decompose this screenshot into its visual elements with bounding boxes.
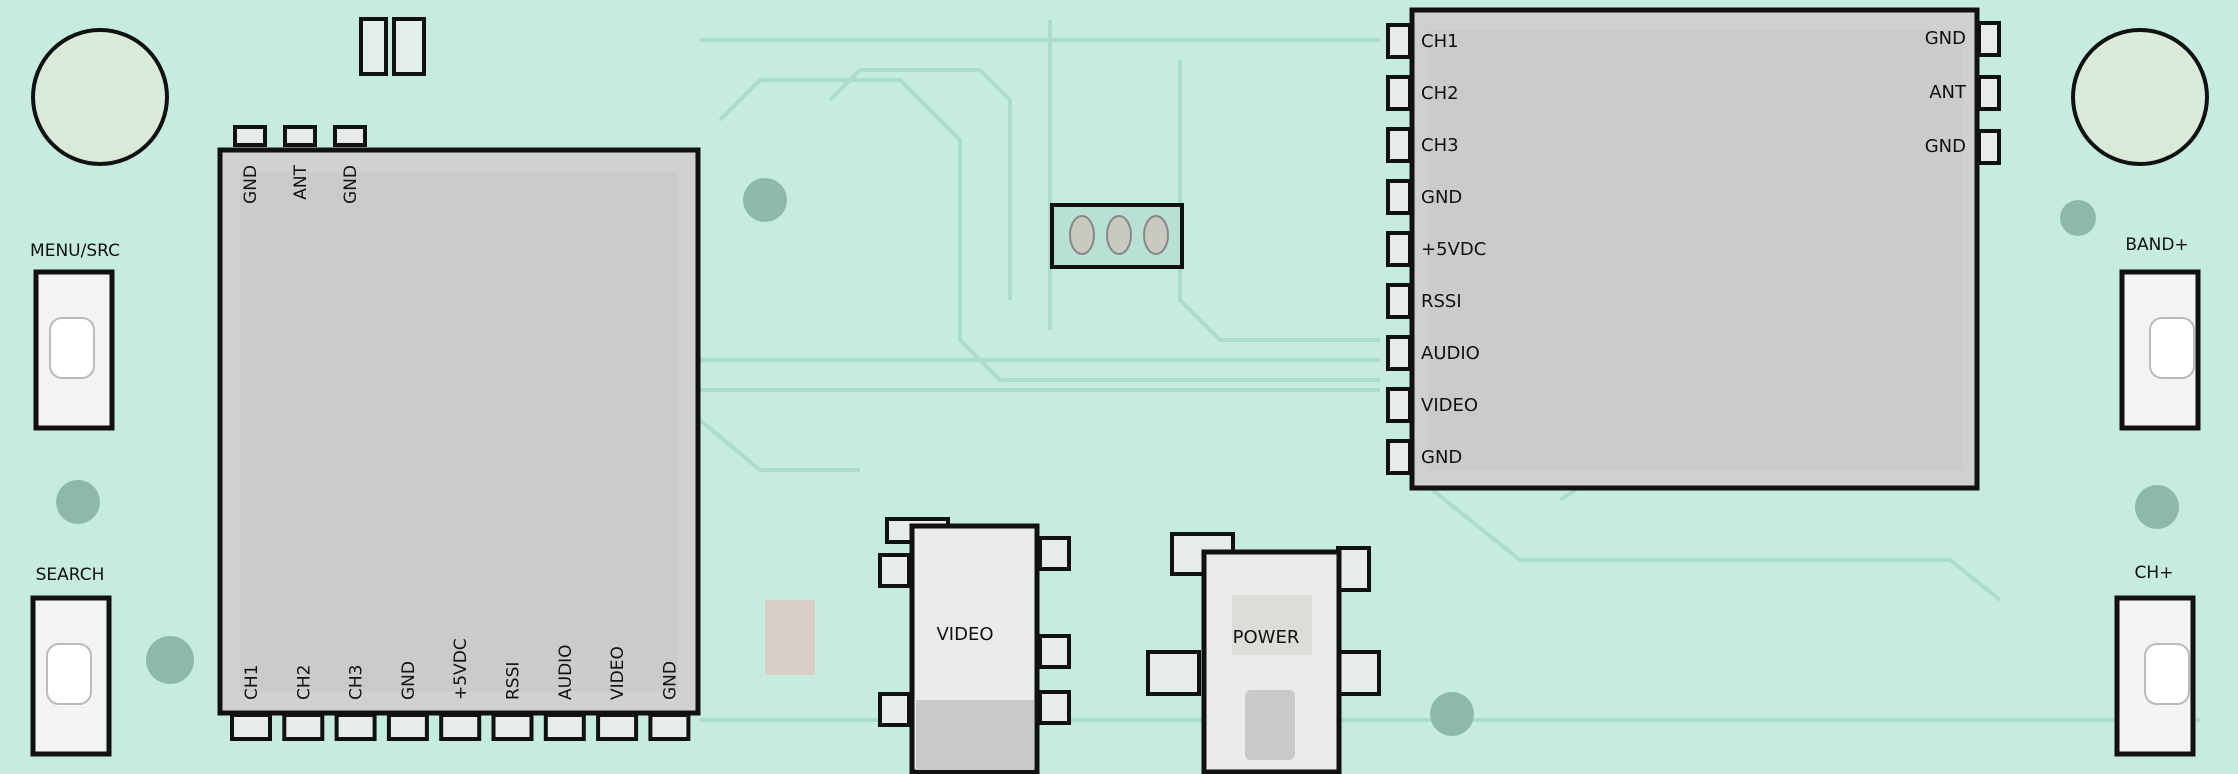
three-pin-header [1050,203,1184,269]
right-module-left-pads [1386,23,1412,475]
left-bottom-pin-label-3: CH3 [347,665,367,700]
right-right-pad-1 [1977,21,2001,57]
right-left-pad-2 [1386,75,1412,111]
right-right-pin-label-1: GND [1925,28,1966,49]
left-bottom-pin-label-5: +5VDC [451,638,471,700]
right-module-right-pads [1977,21,2001,165]
left-bottom-pad-3 [334,713,377,741]
left-top-pin-label-gnd: GND [341,165,361,204]
right-left-pad-9 [1386,439,1412,475]
search-button[interactable] [30,595,112,757]
menu-src-button[interactable] [33,269,115,431]
menu-src-label: MENU/SRC [30,241,120,261]
band-plus-button[interactable] [2119,269,2201,431]
left-bottom-pin-label-4: GND [399,661,419,700]
left-top-pad-3 [333,125,367,147]
video-jack [878,517,1071,774]
left-bottom-pin-label-9: GND [660,661,680,700]
right-right-pin-label-3: GND [1925,136,1966,157]
left-bottom-pin-label-2: CH2 [294,665,314,700]
right-left-pin-label-4: GND [1421,187,1462,208]
antenna-jack-right [2071,28,2209,166]
right-left-pad-3 [1386,127,1412,163]
left-receiver-module: GND ANT GND CH1 CH2 CH3 GND +5VDC RSSI AUDIO VIDE… [217,125,701,741]
left-bottom-pad-6 [491,713,534,741]
right-left-pin-label-6: RSSI [1421,291,1462,312]
power-jack [1146,532,1381,774]
mounting-holes [56,178,2179,736]
left-bottom-pad-1 [230,713,272,741]
left-bottom-pin-label-8: VIDEO [608,646,628,700]
power-jack-label: POWER [1233,627,1300,648]
left-bottom-pad-9 [648,713,691,741]
right-left-pin-label-5: +5VDC [1421,239,1486,260]
left-bottom-pin-label-1: CH1 [242,665,262,700]
left-module-bottom-pads [230,713,691,741]
right-right-pin-label-2: ANT [1929,82,1967,103]
left-top-pad-2 [283,125,317,147]
video-jack-label: VIDEO [936,624,993,645]
left-bottom-pin-label-7: AUDIO [556,644,576,700]
right-left-pin-label-9: GND [1421,447,1462,468]
left-top-pin-label-gnd: GND [241,165,261,204]
right-left-pad-8 [1386,387,1412,423]
right-right-pad-2 [1977,75,2001,111]
left-bottom-pad-4 [386,713,429,741]
left-bottom-pad-8 [596,713,639,741]
right-right-pad-3 [1977,129,2001,165]
left-bottom-pad-2 [282,713,325,741]
ch-plus-button[interactable] [2114,595,2196,757]
right-left-pad-1 [1386,23,1412,59]
antenna-jack-left [31,28,169,166]
left-module-bottom-labels: CH1 CH2 CH3 GND +5VDC RSSI AUDIO VIDEO GND [242,638,680,700]
left-module-top-labels: GND ANT GND [241,164,361,204]
left-bottom-pad-5 [439,713,482,741]
right-left-pad-4 [1386,179,1412,215]
smd-chip [765,600,815,675]
left-top-pin-label-ant: ANT [291,164,311,199]
left-bottom-pad-7 [543,713,586,741]
right-left-pad-6 [1386,283,1412,319]
right-left-pad-5 [1386,231,1412,267]
right-module-right-labels: GND ANT GND [1925,28,1967,157]
left-top-pad-1 [233,125,267,147]
search-label: SEARCH [36,565,105,585]
right-left-pin-label-2: CH2 [1421,83,1459,104]
right-left-pad-7 [1386,335,1412,371]
top-capacitors [359,17,426,76]
left-module-top-pads [233,125,367,147]
right-left-pin-label-8: VIDEO [1421,395,1478,416]
right-left-pin-label-3: CH3 [1421,135,1459,156]
band-plus-label: BAND+ [2125,235,2188,255]
right-left-pin-label-7: AUDIO [1421,343,1480,364]
left-bottom-pin-label-6: RSSI [504,662,524,700]
ch-plus-label: CH+ [2135,563,2174,583]
right-left-pin-label-1: CH1 [1421,31,1459,52]
